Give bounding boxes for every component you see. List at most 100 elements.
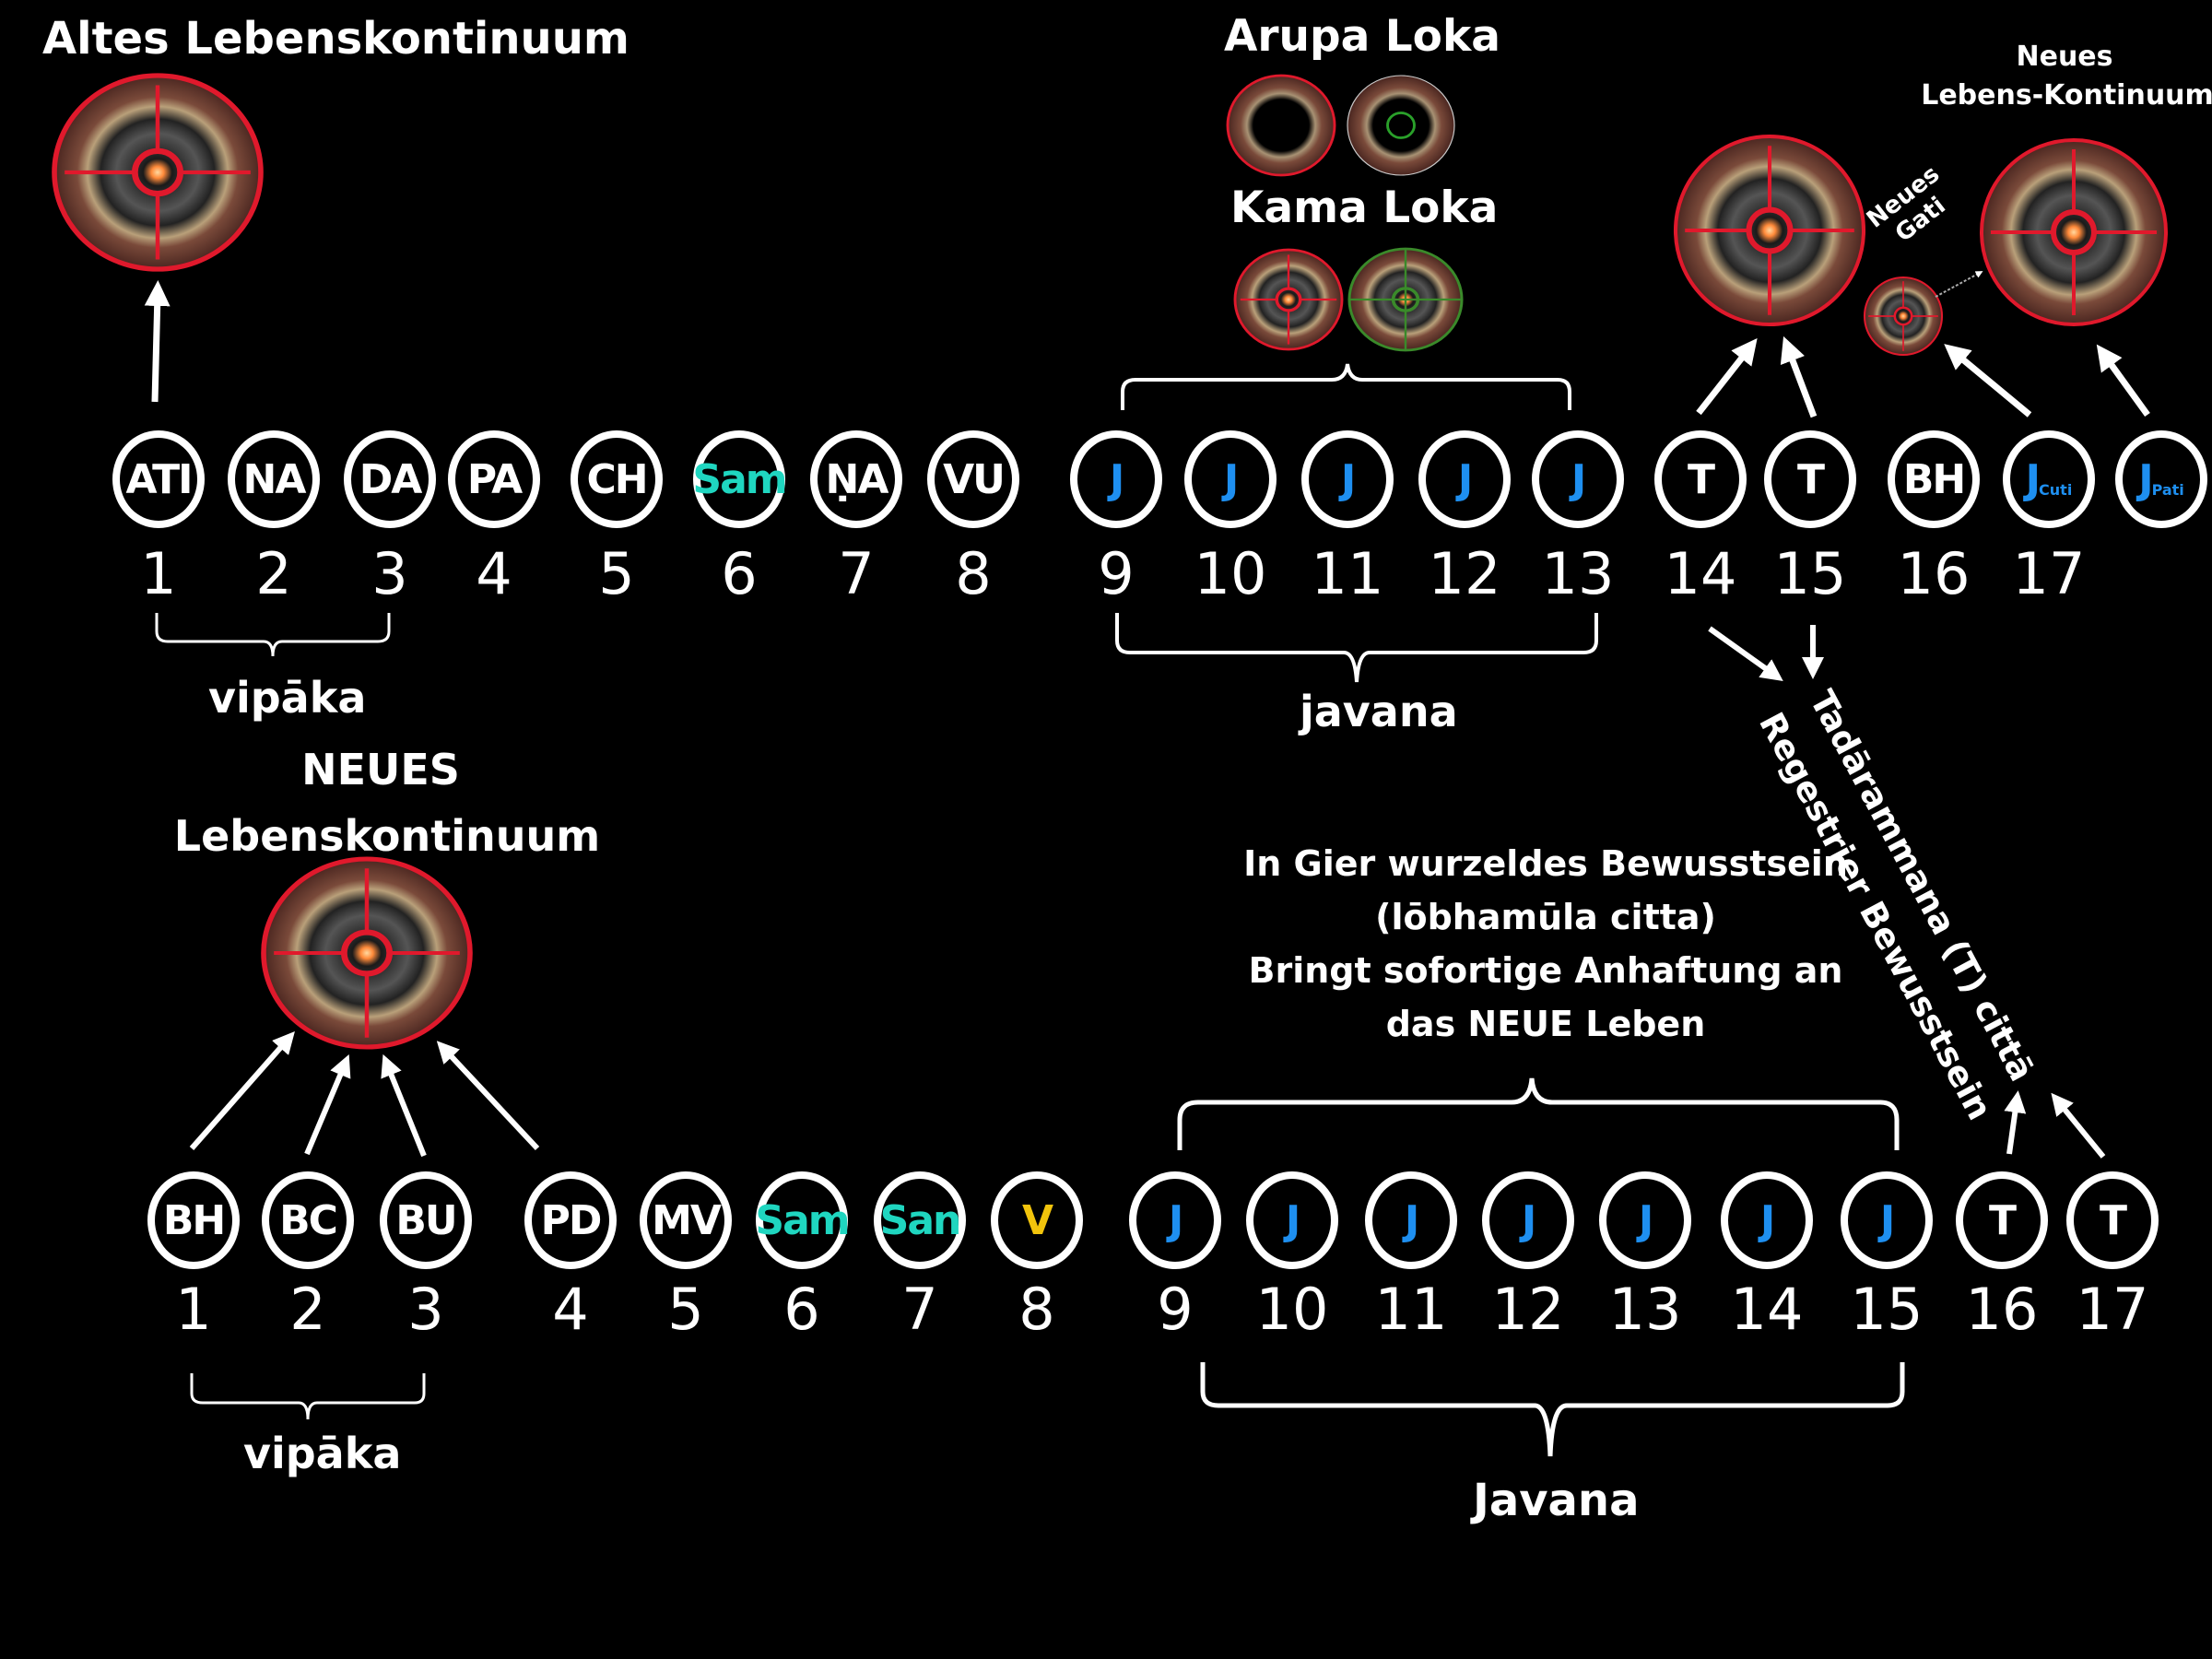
arrow-16-up <box>1944 344 2032 418</box>
citta-number: 6 <box>783 1276 820 1343</box>
citta-node-label: CH <box>586 455 648 503</box>
arrow-old-continuum <box>144 280 171 403</box>
citta-number: 11 <box>1374 1276 1448 1343</box>
citta-node-16: BH <box>1888 430 1980 528</box>
citta-number: 17 <box>2012 540 2086 607</box>
citta-node-5: CH <box>571 430 663 528</box>
arrow-bc-up <box>304 1053 351 1156</box>
citta-node-17: T <box>2066 1171 2159 1269</box>
citta-node-label: ṆA <box>825 455 889 503</box>
citta-node-label: T <box>1687 455 1715 503</box>
citta-number: 2 <box>289 1276 326 1343</box>
citta-number: 10 <box>1194 540 1267 607</box>
citta-node-label: Sam <box>692 455 787 503</box>
citta-number: 12 <box>1491 1276 1565 1343</box>
citta-node-label: J <box>1109 455 1124 503</box>
citta-number: 13 <box>1541 540 1615 607</box>
brace-bottom-vipaka <box>190 1373 426 1420</box>
citta-node-sublabel: Cuti <box>2039 480 2073 499</box>
arrow-bu-up <box>381 1053 427 1158</box>
citta-node-label: DA <box>359 455 423 503</box>
kama-loka-title: Kama Loka <box>1230 182 1499 233</box>
citta-node-12: J <box>1418 430 1511 528</box>
greed-note-line-2: (lōbhamūla citta) <box>1375 897 1716 937</box>
arrow-17-up <box>2096 344 2150 418</box>
citta-node-label: PA <box>466 455 523 503</box>
citta-node-15: T <box>1764 430 1856 528</box>
brace-top-javana-lower <box>1115 613 1598 683</box>
citta-number: 7 <box>901 1276 938 1343</box>
citta-number: 7 <box>838 540 875 607</box>
citta-node-label: Sam <box>755 1196 850 1244</box>
citta-number: 8 <box>1018 1276 1055 1343</box>
citta-node-label: J <box>1759 1196 1775 1244</box>
citta-number: 4 <box>552 1276 589 1343</box>
citta-number: 15 <box>1773 540 1847 607</box>
citta-node-3: DA <box>344 430 436 528</box>
citta-node-label: T <box>1796 455 1825 503</box>
citta-node-15: J <box>1841 1171 1933 1269</box>
citta-node-label: J <box>1879 1196 1895 1244</box>
citta-node-2: NA <box>228 430 320 528</box>
citta-node-11: J <box>1365 1171 1457 1269</box>
new-continuum-title-line1: Neues <box>2016 41 2113 73</box>
citta-node-label: BH <box>162 1196 226 1244</box>
javana-label-top: javana <box>1300 687 1458 736</box>
arupa-orb-green <box>1347 75 1455 176</box>
citta-number: 10 <box>1255 1276 1329 1343</box>
citta-node-label: J <box>1340 455 1356 503</box>
citta-node-label: J <box>1223 455 1239 503</box>
citta-number: 16 <box>1965 1276 2039 1343</box>
citta-node-label: PD <box>540 1196 603 1244</box>
new-continuum-orb-bottom <box>261 856 473 1050</box>
citta-node-label: J <box>1521 1196 1536 1244</box>
citta-node-7: San <box>874 1171 966 1269</box>
citta-node-11: J <box>1301 430 1394 528</box>
kama-orb-green <box>1347 247 1464 352</box>
citta-node-label: V <box>1021 1196 1053 1244</box>
citta-node-2: BC <box>262 1171 354 1269</box>
citta-number: 9 <box>1098 540 1135 607</box>
old-continuum-title: Altes Lebenskontinuum <box>42 13 629 65</box>
citta-number: 14 <box>1664 540 1737 607</box>
new-continuum-bottom-line2: Lebenskontinuum <box>173 811 601 861</box>
citta-node-label: J <box>1168 1196 1183 1244</box>
citta-number: 8 <box>955 540 992 607</box>
citta-node-4: PA <box>448 430 540 528</box>
citta-number: 13 <box>1608 1276 1682 1343</box>
citta-node-label: T <box>2099 1196 2127 1244</box>
citta-number: 15 <box>1850 1276 1924 1343</box>
arrow-bh-up <box>189 1030 295 1150</box>
citta-number: 3 <box>371 540 408 607</box>
citta-node-5: MV <box>640 1171 732 1269</box>
citta-number: 12 <box>1428 540 1501 607</box>
citta-node-9: J <box>1129 1171 1221 1269</box>
greed-note-line-3: Bringt sofortige Anhaftung an <box>1248 950 1843 991</box>
gati-orb-left <box>1673 134 1866 327</box>
citta-number: 9 <box>1157 1276 1194 1343</box>
arupa-loka-title: Arupa Loka <box>1224 11 1500 62</box>
brace-bottom-javana-lower <box>1200 1362 1905 1457</box>
citta-node-label: J <box>2138 455 2153 503</box>
citta-node-label: BC <box>279 1196 338 1244</box>
citta-node-13: J <box>1532 430 1624 528</box>
arrow-14-up <box>1696 337 1758 416</box>
arrow-15-up <box>1780 335 1818 418</box>
citta-node-6: Sam <box>755 1171 851 1269</box>
citta-number: 6 <box>721 540 758 607</box>
vipaka-label-bottom: vipāka <box>243 1429 402 1478</box>
citta-node-label: MV <box>652 1196 722 1244</box>
citta-node-6: Sam <box>692 430 788 528</box>
citta-number: 2 <box>255 540 292 607</box>
citta-node-sublabel: Pati <box>2151 480 2184 499</box>
citta-node-1: BH <box>147 1171 240 1269</box>
arupa-orb-red <box>1226 74 1336 177</box>
greed-note-line-4: das NEUE Leben <box>1385 1004 1706 1044</box>
citta-node-14: J <box>1721 1171 1813 1269</box>
brace-top-javana-upper <box>1121 363 1571 410</box>
javana-label-bottom: Javana <box>1473 1475 1640 1526</box>
citta-node-label: J <box>2025 455 2041 503</box>
citta-node-8: V <box>991 1171 1083 1269</box>
greed-note: In Gier wurzeldes Bewusstsein (lōbhamūla… <box>1243 837 1848 1051</box>
